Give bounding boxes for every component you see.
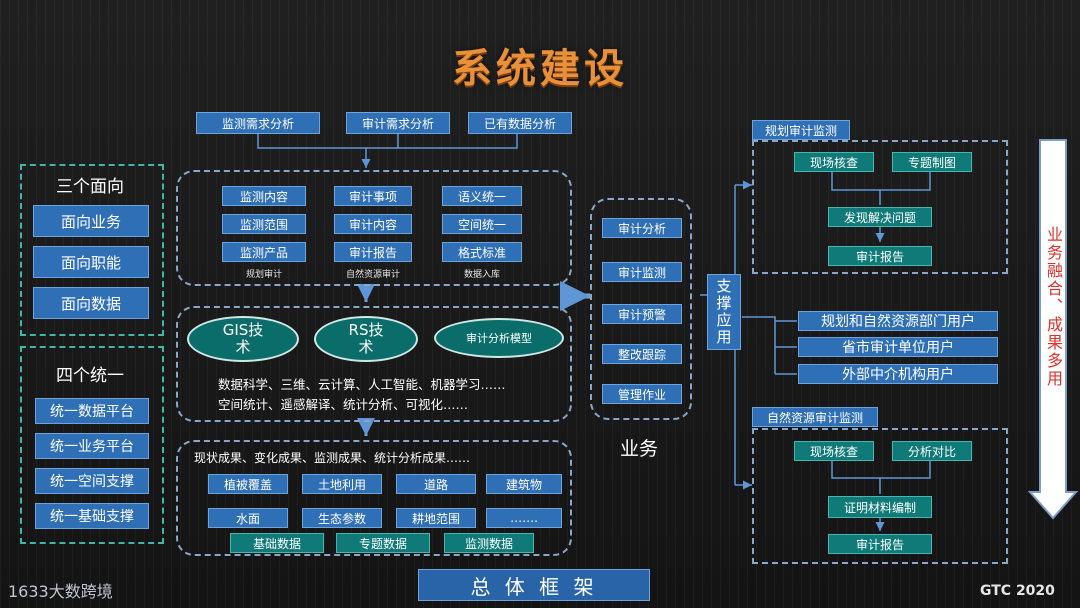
biz-audit-warning[interactable]: 审计预警 <box>602 304 682 324</box>
semantic-unify[interactable]: 语义统一 <box>442 186 522 206</box>
building[interactable]: 建筑物 <box>486 474 562 494</box>
biz-audit-analysis[interactable]: 审计分析 <box>602 218 682 238</box>
monitor-range[interactable]: 监测范围 <box>222 214 306 234</box>
natural-panel <box>752 428 1008 564</box>
unify-panel <box>20 346 164 544</box>
unify-spatial-support[interactable]: 统一空间支撑 <box>35 468 149 494</box>
monitor-product[interactable]: 监测产品 <box>222 242 306 262</box>
business-block <box>590 198 692 420</box>
overall-framework: 总 体 框 架 <box>418 569 650 601</box>
gtc-logo: GTC 2020 <box>980 583 1055 599</box>
planning-audit-report[interactable]: 审计报告 <box>828 246 932 266</box>
faces-panel <box>20 164 164 336</box>
faces-title: 三个面向 <box>56 177 124 197</box>
road[interactable]: 道路 <box>396 474 476 494</box>
support-application[interactable]: 支撑应用 <box>707 274 741 350</box>
label-data-ingest: 数据入库 <box>463 270 500 280</box>
biz-management[interactable]: 管理作业 <box>602 384 682 404</box>
face-business[interactable]: 面向业务 <box>33 205 149 237</box>
audit-item[interactable]: 审计事项 <box>334 186 412 206</box>
planning-title: 规划审计监测 <box>752 120 850 140</box>
user-audit-unit[interactable]: 省市审计单位用户 <box>798 337 998 357</box>
audit-report-item[interactable]: 审计报告 <box>334 242 412 262</box>
existing-data-analysis[interactable]: 已有数据分析 <box>468 112 572 134</box>
planning-panel <box>752 140 1008 274</box>
data-block <box>176 440 572 556</box>
technology-block <box>176 306 572 422</box>
face-function[interactable]: 面向职能 <box>33 246 149 278</box>
natural-analysis-compare[interactable]: 分析对比 <box>892 441 972 461</box>
page-title: 系统建设 <box>452 46 628 92</box>
audit-content[interactable]: 审计内容 <box>334 214 412 234</box>
planning-find-solve[interactable]: 发现解决问题 <box>828 207 932 227</box>
tech-line-2: 空间统计、遥感解译、统计分析、可视化…… <box>218 397 469 412</box>
user-intermediary[interactable]: 外部中介机构用户 <box>798 364 998 384</box>
planning-site-check[interactable]: 现场核查 <box>794 152 874 172</box>
farmland-range[interactable]: 耕地范围 <box>396 508 476 528</box>
requirements-block <box>176 170 572 286</box>
label-planning-audit: 规划审计 <box>245 270 282 280</box>
vegetation-cover[interactable]: 植被覆盖 <box>208 474 288 494</box>
natural-title: 自然资源审计监测 <box>752 407 878 427</box>
down-arrow-icon <box>1027 139 1079 520</box>
format-standard[interactable]: 格式标准 <box>442 242 522 262</box>
monitor-content[interactable]: 监测内容 <box>222 186 306 206</box>
unify-title: 四个统一 <box>56 366 124 386</box>
unify-business-platform[interactable]: 统一业务平台 <box>35 433 149 459</box>
biz-rectify-track[interactable]: 整改跟踪 <box>602 344 682 364</box>
results-header: 现状成果、变化成果、监测成果、统计分析成果…… <box>194 451 471 465</box>
monitoring-analysis[interactable]: 监测需求分析 <box>196 112 320 134</box>
natural-site-check[interactable]: 现场核查 <box>794 441 874 461</box>
gis-tech[interactable]: GIS技术 <box>187 316 299 362</box>
unify-data-platform[interactable]: 统一数据平台 <box>35 398 149 424</box>
natural-evidence[interactable]: 证明材料编制 <box>828 496 932 518</box>
land-use[interactable]: 土地利用 <box>302 474 382 494</box>
more-data[interactable]: ……. <box>486 508 562 528</box>
audit-analysis[interactable]: 审计需求分析 <box>346 112 450 134</box>
fusion-text: 业务融合、成果多用 <box>1044 226 1063 388</box>
rs-tech[interactable]: RS技术 <box>314 316 418 362</box>
water-surface[interactable]: 水面 <box>208 508 288 528</box>
unify-base-support[interactable]: 统一基础支撑 <box>35 503 149 529</box>
user-planning-dept[interactable]: 规划和自然资源部门用户 <box>798 311 998 331</box>
tech-line-1: 数据科学、三维、云计算、人工智能、机器学习…… <box>218 377 506 392</box>
base-data[interactable]: 基础数据 <box>230 533 324 553</box>
biz-audit-monitor[interactable]: 审计监测 <box>602 262 682 282</box>
natural-audit-report[interactable]: 审计报告 <box>828 534 932 554</box>
thematic-data[interactable]: 专题数据 <box>336 533 430 553</box>
watermark: 1633大数跨境 <box>8 582 113 601</box>
label-natural-audit: 自然资源审计 <box>345 270 400 280</box>
eco-params[interactable]: 生态参数 <box>302 508 382 528</box>
planning-thematic-map[interactable]: 专题制图 <box>892 152 972 172</box>
face-data[interactable]: 面向数据 <box>33 287 149 319</box>
audit-model[interactable]: 审计分析模型 <box>434 318 564 358</box>
spatial-unify[interactable]: 空间统一 <box>442 214 522 234</box>
business-label: 业务 <box>619 438 658 460</box>
monitoring-data[interactable]: 监测数据 <box>444 533 534 553</box>
